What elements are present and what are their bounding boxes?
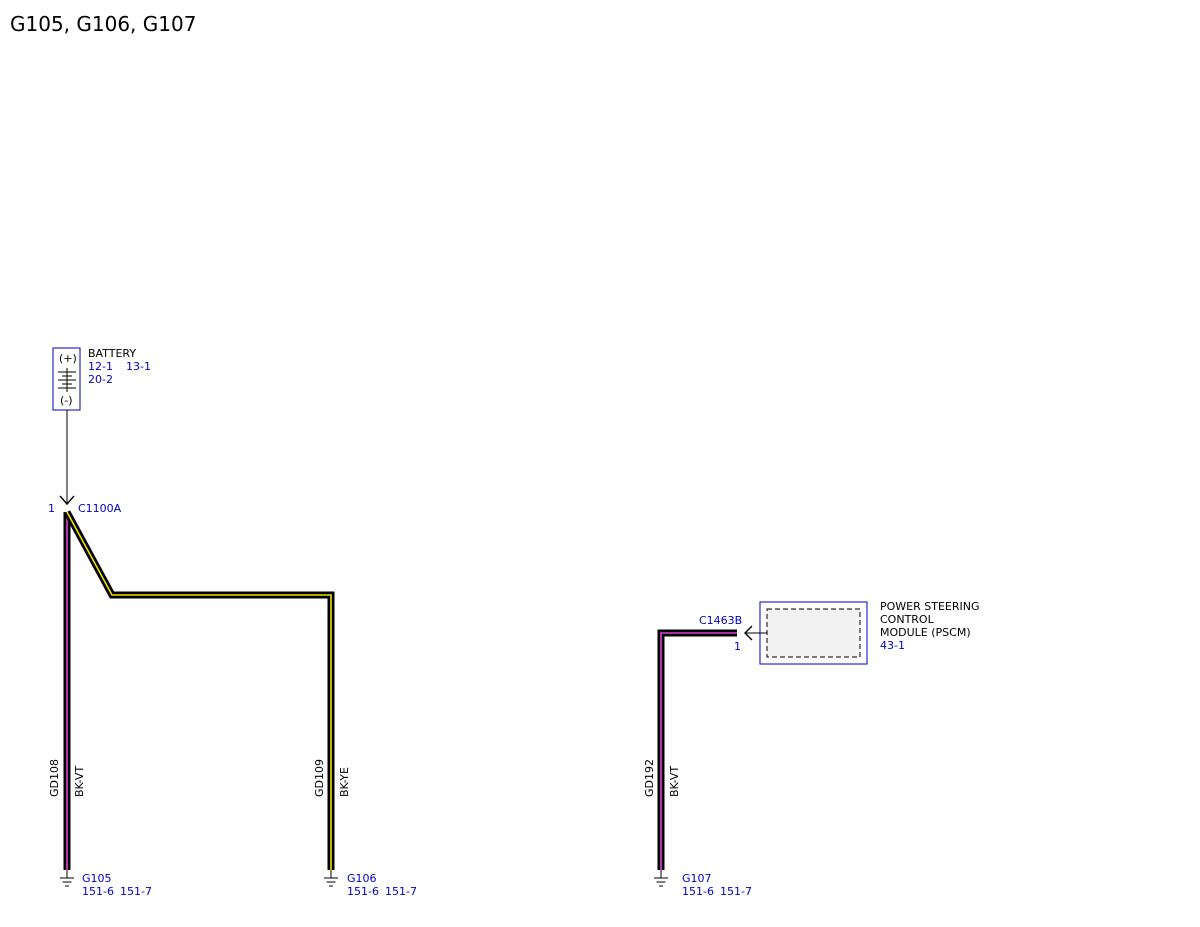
ground-g106-name[interactable]: G106 (347, 872, 377, 885)
ground-g107-name[interactable]: G107 (682, 872, 712, 885)
connector-c1463b-pin: 1 (734, 640, 741, 653)
connector-c1463b-name[interactable]: C1463B (699, 614, 742, 627)
ground-g106-ref[interactable]: 151-6 (347, 885, 379, 898)
pscm-name-line: POWER STEERING (880, 600, 980, 613)
ground-g107-icon (654, 870, 668, 887)
connector-c1463b-arrow-icon (744, 625, 753, 641)
connector-c1100a-name[interactable]: C1100A (78, 502, 122, 515)
ground-g105-ref[interactable]: 151-6 (82, 885, 114, 898)
ground-g105-ref[interactable]: 151-7 (120, 885, 152, 898)
wire-gd109-circuit: GD109 (313, 759, 326, 797)
pscm-name-line: MODULE (PSCM) (880, 626, 971, 639)
ground-g106-ref[interactable]: 151-7 (385, 885, 417, 898)
wire-gd192-color: BK-VT (668, 766, 681, 797)
battery-name: BATTERY (88, 347, 136, 360)
ground-g105-name[interactable]: G105 (82, 872, 112, 885)
pscm-inner (766, 608, 861, 658)
ground-g107-ref[interactable]: 151-6 (682, 885, 714, 898)
wire-gd109-color: BK-YE (338, 767, 351, 797)
battery-ref[interactable]: 12-1 (88, 360, 113, 373)
wire-gd108-circuit: GD108 (48, 759, 61, 797)
battery-plus-label: (+) (59, 352, 77, 365)
battery-ref[interactable]: 13-1 (126, 360, 151, 373)
pscm-ref[interactable]: 43-1 (880, 639, 905, 652)
pscm-module[interactable] (759, 601, 868, 665)
pscm-name-line: CONTROL (880, 613, 935, 626)
connector-c1100a-arrow-icon (59, 495, 75, 506)
diagram-title: G105, G106, G107 (10, 12, 196, 36)
battery-ref[interactable]: 20-2 (88, 373, 113, 386)
ground-g105-icon (60, 870, 74, 887)
battery-cell-icon (58, 368, 76, 392)
wire-gd109[interactable] (63, 510, 335, 870)
battery: (+) (-) BATTERY 12-1 13-1 20-2 (52, 347, 151, 411)
ground-g107-ref[interactable]: 151-7 (720, 885, 752, 898)
ground-g106-icon (324, 870, 338, 887)
wire-gd192-circuit: GD192 (643, 759, 656, 797)
wire-gd108-color: BK-VT (73, 766, 86, 797)
connector-c1100a-pin: 1 (48, 502, 55, 515)
wire-gd192[interactable] (657, 629, 737, 870)
battery-minus-label: (-) (60, 394, 73, 407)
